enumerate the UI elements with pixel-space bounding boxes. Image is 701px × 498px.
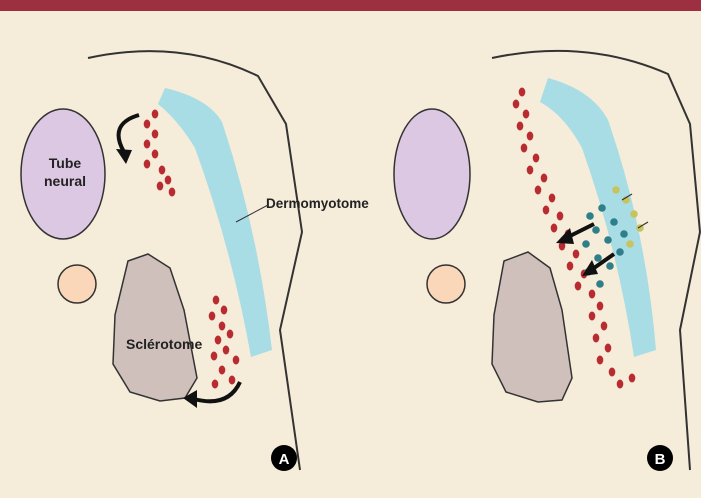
diagram-canvas: Tube neural Dermomyotome Sclérotome A bbox=[0, 11, 701, 493]
sclerotome-label: Sclérotome bbox=[126, 336, 202, 352]
sclerotome-a bbox=[113, 254, 197, 401]
dermomyotome-label: Dermomyotome bbox=[266, 196, 369, 211]
neural-tube-label-line1: Tube bbox=[49, 155, 82, 171]
notochord-a bbox=[58, 265, 96, 303]
header-bar bbox=[0, 0, 701, 11]
sclerotome-b bbox=[492, 252, 572, 402]
migration-arrow-upper-head bbox=[556, 228, 574, 244]
panel-b: B bbox=[394, 51, 700, 471]
panel-a-label: A bbox=[279, 451, 290, 468]
panel-a: Tube neural Dermomyotome Sclérotome A bbox=[21, 51, 369, 471]
panel-b-label: B bbox=[655, 451, 666, 468]
migration-arrow-upper bbox=[570, 224, 594, 236]
neural-tube-label-line2: neural bbox=[44, 173, 86, 189]
curved-arrow-top-a-head bbox=[116, 149, 132, 164]
notochord-b bbox=[427, 265, 465, 303]
embryo-diagram: Tube neural Dermomyotome Sclérotome A bbox=[0, 11, 701, 493]
curved-arrow-top-a bbox=[119, 115, 139, 152]
neural-tube-b bbox=[394, 109, 470, 239]
